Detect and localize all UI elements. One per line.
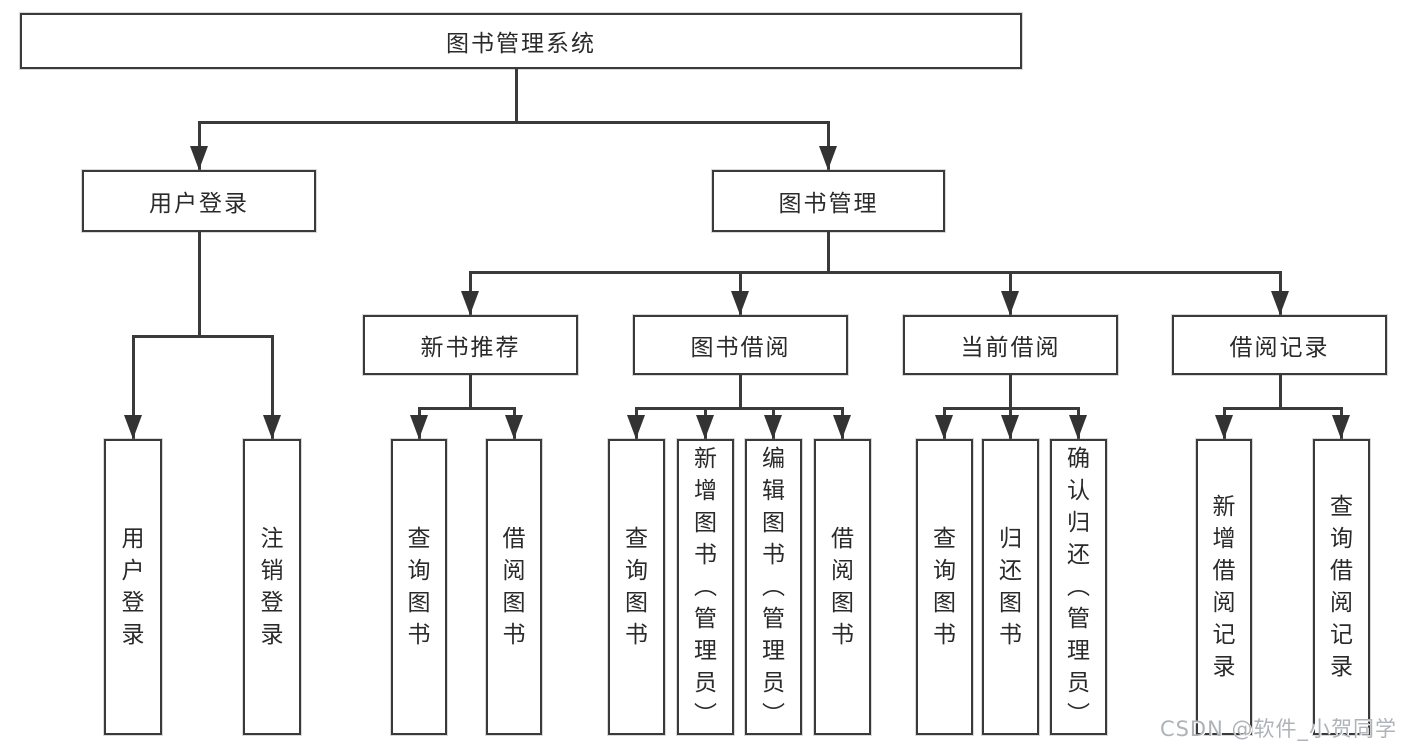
node-current-borrowing: 当前借阅 (903, 315, 1118, 375)
arrowhead-down-icon (764, 415, 782, 439)
leaf-borrow-books: 借阅图书 (486, 439, 542, 735)
connector-line (635, 407, 844, 410)
arrowhead-down-icon (1271, 291, 1289, 315)
arrowhead-down-icon (505, 415, 523, 439)
connector-line (1279, 375, 1282, 409)
leaf-query-books: 查询图书 (391, 439, 447, 735)
node-borrowing-records: 借阅记录 (1172, 315, 1387, 375)
connector-line (827, 232, 830, 273)
csdn-watermark: CSDN @软件_小贺同学 (1159, 717, 1397, 741)
leaf-add-books-admin: 新增图书︵管理员︶ (677, 439, 734, 735)
connector-line (132, 335, 135, 439)
leaf-user-login: 用户登录 (104, 439, 162, 735)
connector-line (1009, 375, 1012, 409)
connector-line (827, 121, 830, 170)
arrowhead-down-icon (410, 415, 428, 439)
leaf-logout: 注销登录 (243, 439, 301, 735)
connector-line (132, 335, 274, 338)
node-book-borrowing: 图书借阅 (633, 315, 848, 375)
connector-line (198, 232, 201, 337)
connector-line (1223, 407, 1343, 410)
arrowhead-down-icon (627, 415, 645, 439)
leaf-return-books: 归还图书 (982, 439, 1039, 735)
node-library-management-system: 图书管理系统 (20, 13, 1022, 69)
arrowhead-down-icon (1001, 291, 1019, 315)
arrowhead-down-icon (1215, 415, 1233, 439)
arrowhead-down-icon (935, 415, 953, 439)
leaf-query-borrow-record: 查询借阅记录 (1313, 439, 1370, 735)
leaf-borrow-books: 借阅图书 (814, 439, 871, 735)
leaf-edit-books-admin: 编辑图书︵管理员︶ (745, 439, 802, 735)
arrowhead-down-icon (461, 291, 479, 315)
connector-line (198, 121, 201, 170)
arrowhead-down-icon (833, 415, 851, 439)
leaf-query-books: 查询图书 (608, 439, 665, 735)
node-book-management: 图书管理 (712, 170, 945, 232)
connector-line (469, 375, 472, 409)
arrowhead-down-icon (1332, 415, 1350, 439)
node-user-login: 用户登录 (82, 170, 316, 232)
leaf-confirm-return-admin: 确认归还︵管理员︶ (1050, 439, 1107, 735)
connector-line (469, 271, 1282, 274)
connector-line (515, 69, 518, 123)
leaf-add-borrow-record: 新增借阅记录 (1196, 439, 1252, 735)
arrowhead-down-icon (124, 415, 142, 439)
arrowhead-down-icon (731, 291, 749, 315)
node-new-book-recommendation: 新书推荐 (363, 315, 578, 375)
connector-line (271, 335, 274, 439)
arrowhead-down-icon (1001, 415, 1019, 439)
arrowhead-down-icon (696, 415, 714, 439)
arrowhead-down-icon (1069, 415, 1087, 439)
leaf-query-books: 查询图书 (916, 439, 973, 735)
arrowhead-down-icon (190, 146, 208, 170)
arrowhead-down-icon (263, 415, 281, 439)
connector-line (418, 407, 516, 410)
connector-line (739, 375, 742, 409)
connector-line (198, 121, 830, 124)
arrowhead-down-icon (819, 146, 837, 170)
